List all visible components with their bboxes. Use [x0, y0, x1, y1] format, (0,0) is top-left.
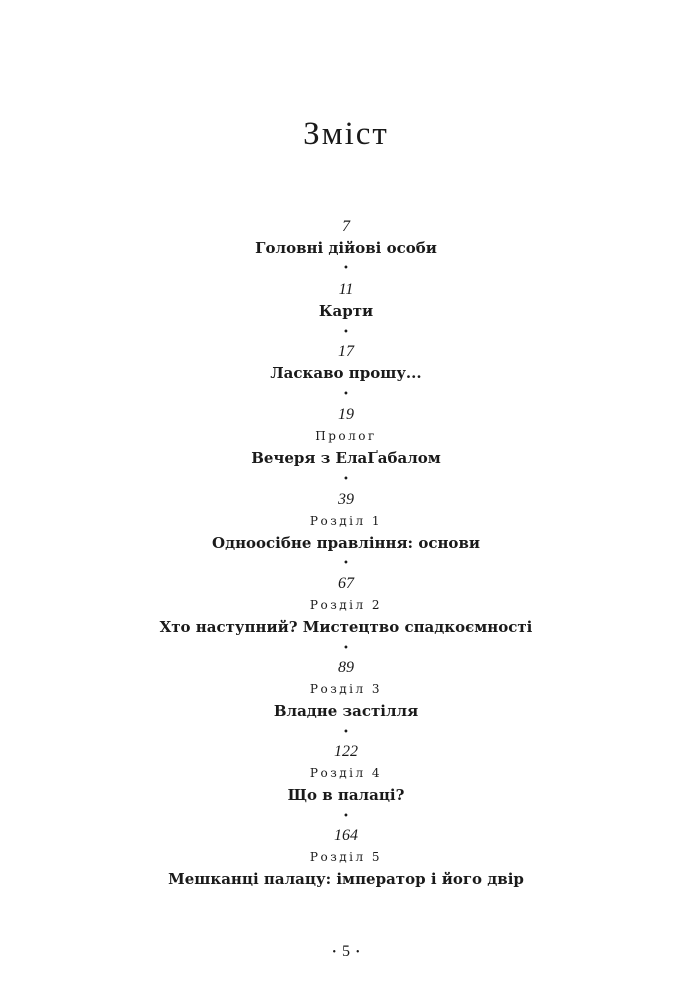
- toc-entry[interactable]: 164 Розділ 5 Мешканці палацу: імператор …: [0, 826, 692, 890]
- page-number: 122: [334, 743, 358, 760]
- entry-title: Ласкаво прошу...: [270, 364, 422, 382]
- folio-dot-right: •: [356, 946, 360, 958]
- section-label: Пролог: [315, 429, 377, 443]
- separator-dot: •: [343, 558, 349, 569]
- page-number: 67: [338, 575, 354, 592]
- toc-entry[interactable]: 7 Головні дійові особи: [0, 217, 692, 259]
- separator-dot: •: [343, 474, 349, 485]
- separator-dot: •: [343, 263, 349, 274]
- toc-entry[interactable]: 67 Розділ 2 Хто наступний? Мистецтво спа…: [0, 574, 692, 638]
- section-label: Розділ 4: [309, 766, 383, 780]
- entry-title: Хто наступний? Мистецтво спадкоємності: [159, 618, 533, 636]
- section-label: Розділ 2: [309, 598, 383, 612]
- toc-entry[interactable]: 11 Карти: [0, 280, 692, 322]
- page-title: Зміст: [303, 116, 389, 152]
- page-number: 11: [338, 281, 354, 298]
- separator-dot: •: [343, 643, 349, 654]
- entry-title: Одноосібне правління: основи: [212, 534, 480, 552]
- section-label: Розділ 1: [309, 514, 383, 528]
- page-number: 19: [338, 406, 354, 423]
- page-number: 17: [338, 343, 354, 360]
- toc-entry[interactable]: 89 Розділ 3 Владне застілля: [0, 658, 692, 722]
- page-number: 89: [338, 659, 354, 676]
- folio-number: 5: [342, 943, 350, 960]
- separator-dot: •: [343, 327, 349, 338]
- entry-title: Мешканці палацу: імператор і його двір: [168, 870, 524, 888]
- separator-dot: •: [343, 811, 349, 822]
- folio-dot-left: •: [332, 946, 336, 958]
- entry-title: Головні дійові особи: [255, 239, 437, 257]
- separator-dot: •: [343, 727, 349, 738]
- entry-title: Що в палаці?: [287, 786, 405, 804]
- page-number: 164: [334, 827, 358, 844]
- entry-title: Вечеря з ЕлаҐабалом: [251, 449, 441, 467]
- entry-title: Владне застілля: [273, 702, 419, 720]
- section-label: Розділ 5: [309, 850, 383, 864]
- separator-dot: •: [343, 389, 349, 400]
- page-folio: • 5 •: [0, 943, 692, 961]
- page-number: 39: [338, 491, 354, 508]
- entry-title: Карти: [318, 302, 374, 320]
- toc-entry[interactable]: 122 Розділ 4 Що в палаці?: [0, 742, 692, 806]
- toc-entry[interactable]: 39 Розділ 1 Одноосібне правління: основи: [0, 490, 692, 554]
- toc-entry[interactable]: 19 Пролог Вечеря з ЕлаҐабалом: [0, 405, 692, 469]
- toc-entry[interactable]: 17 Ласкаво прошу...: [0, 342, 692, 384]
- page-number: 7: [342, 218, 350, 235]
- section-label: Розділ 3: [309, 682, 383, 696]
